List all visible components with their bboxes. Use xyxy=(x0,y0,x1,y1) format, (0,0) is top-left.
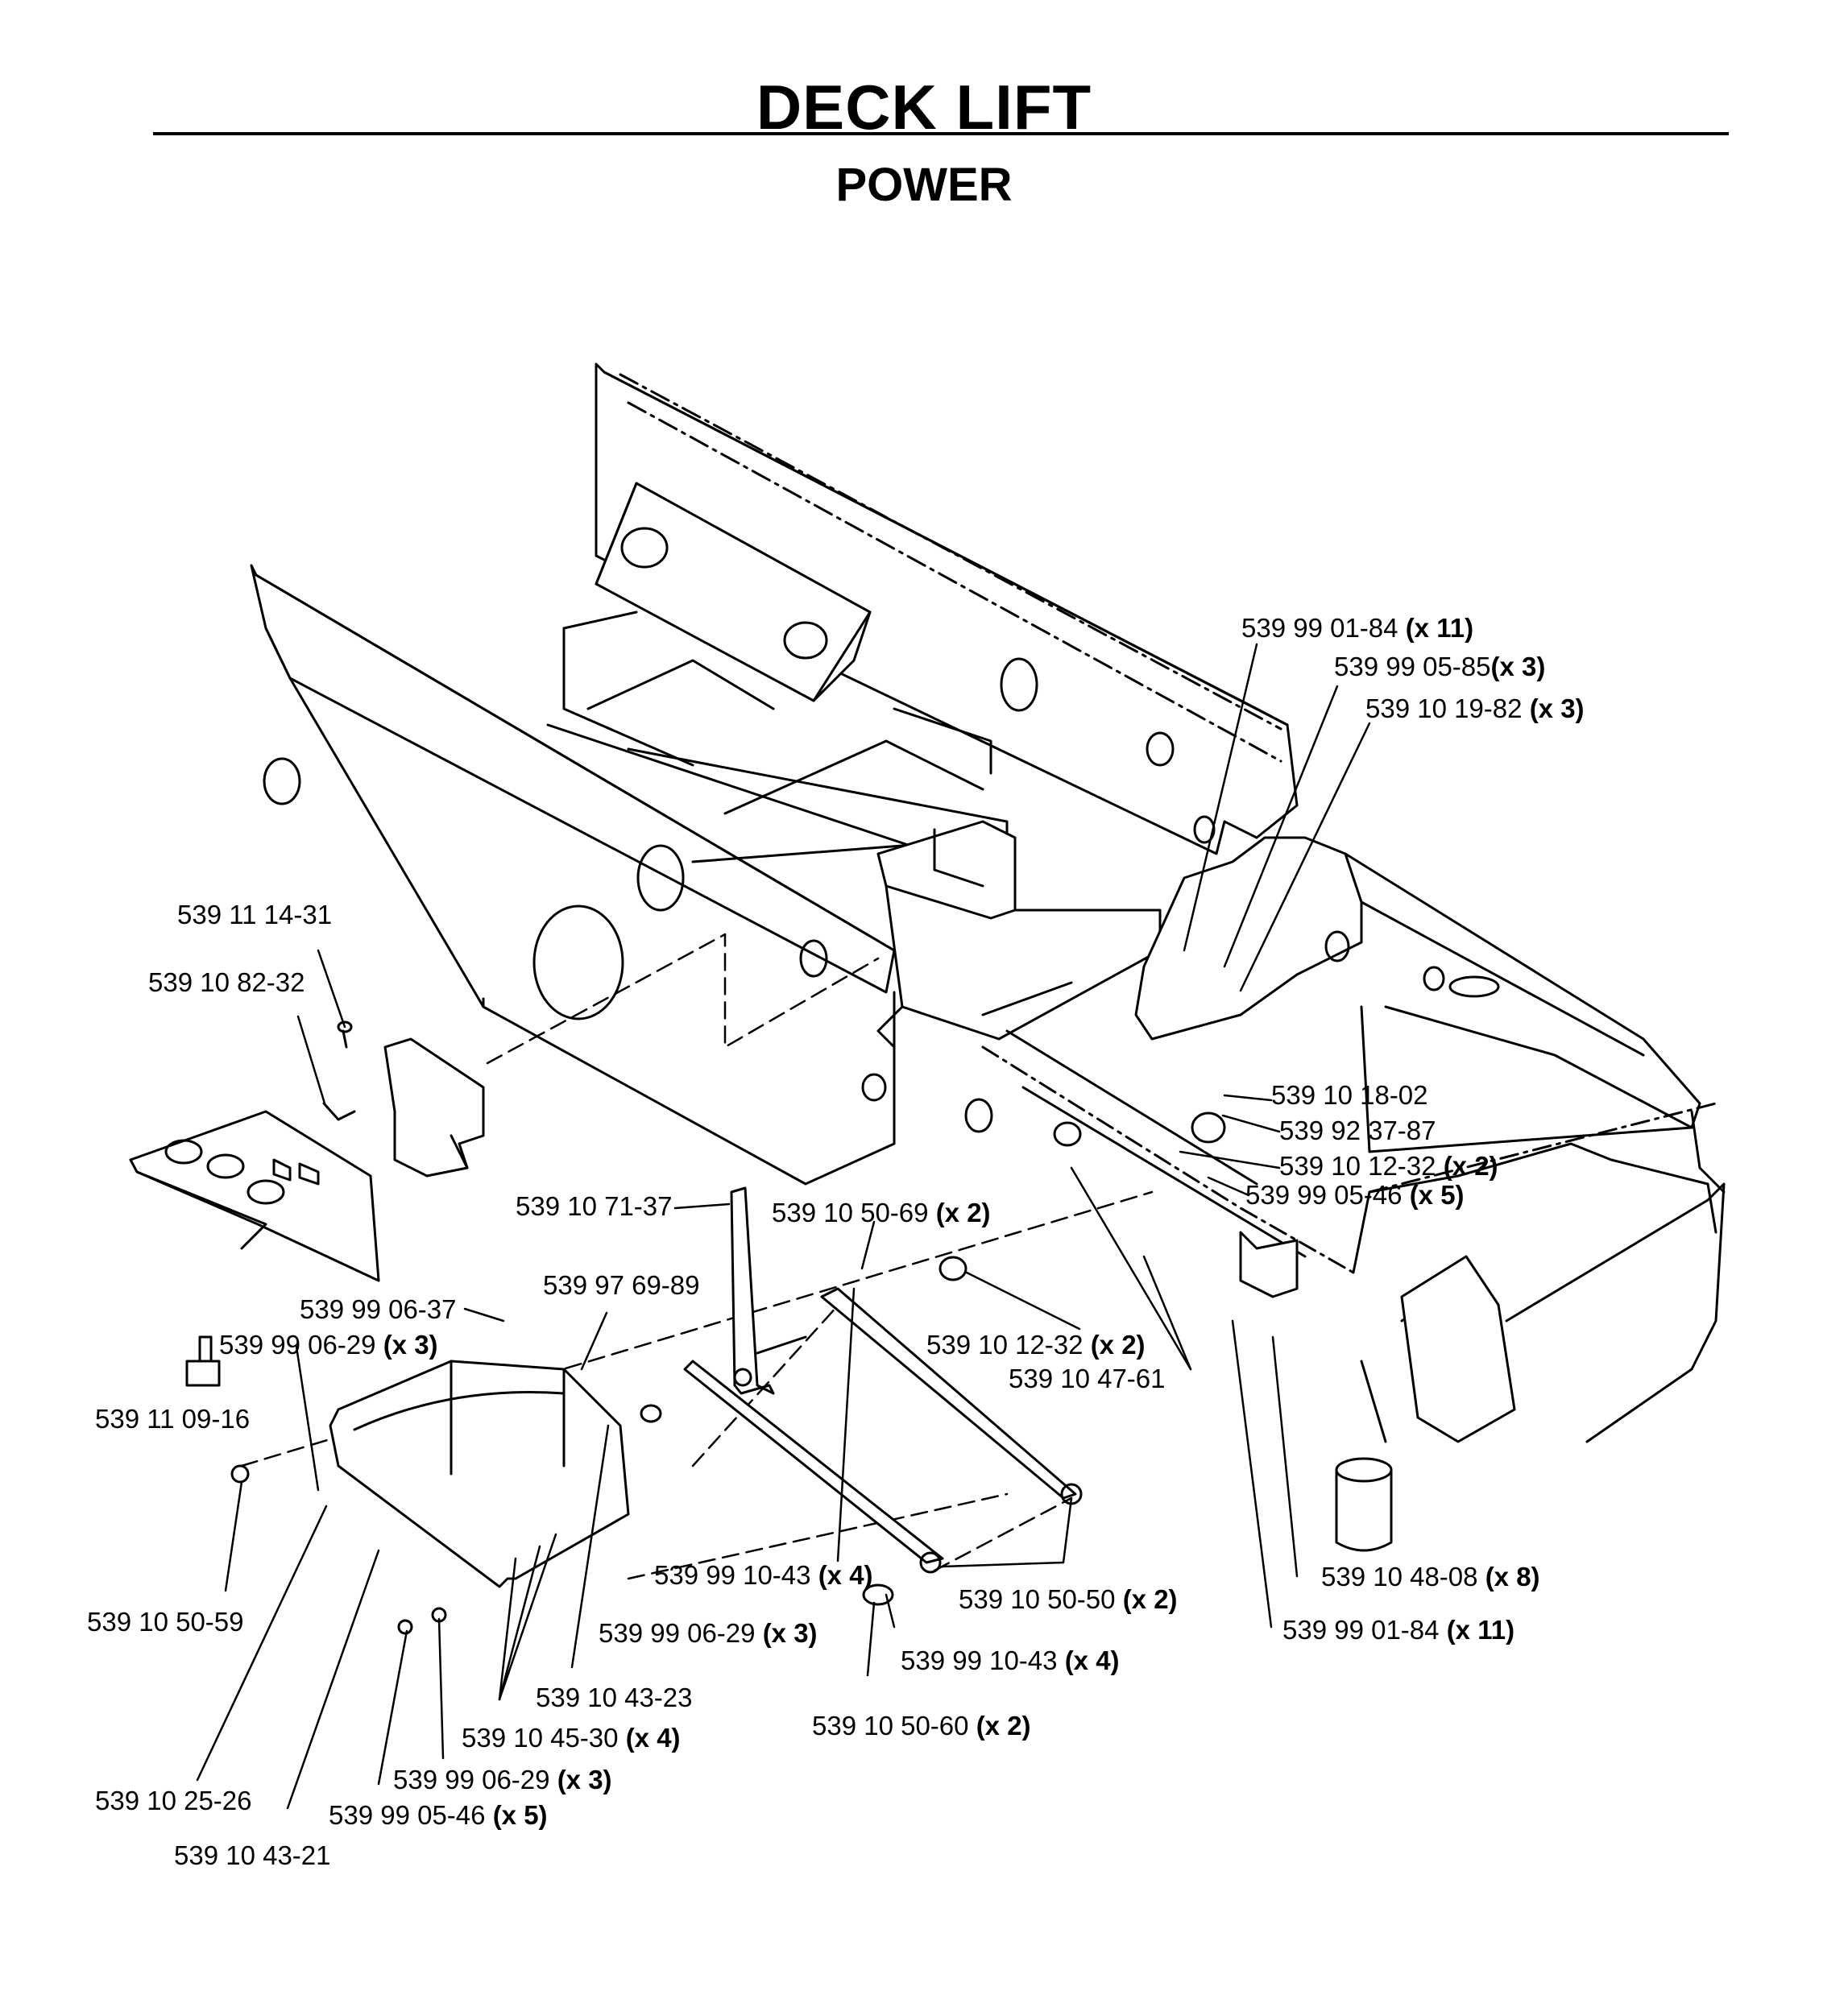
part-label: 539 10 50-50 (x 2) xyxy=(959,1584,1178,1614)
switch-part xyxy=(185,1020,356,1387)
link-rods xyxy=(683,1287,1083,1574)
part-label: 539 10 12-32 (x 2) xyxy=(926,1330,1146,1360)
part-label: 539 99 05-46 (x 5) xyxy=(1245,1180,1465,1210)
part-label: 539 10 47-61 xyxy=(1009,1364,1166,1393)
part-label: 539 99 06-29 (x 3) xyxy=(393,1765,612,1794)
part-label: 539 99 06-37 xyxy=(300,1294,457,1324)
part-label: 539 10 19-82 (x 3) xyxy=(1365,693,1585,723)
part-label: 539 10 45-30 (x 4) xyxy=(462,1723,681,1753)
title-rule xyxy=(153,132,1729,135)
frame-lower xyxy=(981,1029,1355,1298)
part-label: 539 11 09-16 xyxy=(95,1404,251,1434)
part-label: 539 99 10-43 (x 4) xyxy=(901,1645,1120,1675)
part-label: 539 10 82-32 xyxy=(148,967,305,997)
part-label: 539 10 50-59 xyxy=(87,1607,244,1637)
part-label: 539 10 50-69 (x 2) xyxy=(772,1198,991,1227)
part-label: 539 99 05-46 (x 5) xyxy=(329,1800,548,1830)
part-label: 539 10 48-08 (x 8) xyxy=(1321,1562,1540,1592)
part-label: 539 10 71-37 xyxy=(516,1191,673,1221)
chassis-rear xyxy=(1134,836,1726,1552)
part-label: 539 10 43-21 xyxy=(174,1840,331,1870)
part-label: 539 92 37-87 xyxy=(1279,1116,1436,1145)
part-label: 539 10 18-02 xyxy=(1271,1080,1428,1110)
frame-left-rail xyxy=(250,564,993,1186)
part-label: 539 99 06-29 (x 3) xyxy=(599,1618,818,1648)
page-title: DECK LIFT xyxy=(756,72,1092,143)
part-label: 539 97 69-89 xyxy=(543,1270,700,1300)
frame-right-rail xyxy=(595,362,1299,855)
part-label: 539 10 43-23 xyxy=(536,1683,693,1712)
deck-shield xyxy=(329,1360,630,1588)
control-panel xyxy=(129,1110,380,1282)
part-label: 539 99 01-84 (x 11) xyxy=(1282,1615,1515,1645)
page-subtitle: POWER xyxy=(835,159,1013,211)
part-label: 539 99 05-85(x 3) xyxy=(1334,652,1546,681)
part-label: 539 99 01-84 (x 11) xyxy=(1241,613,1474,643)
part-label: 539 10 25-26 xyxy=(95,1786,252,1815)
leader-lines xyxy=(196,643,1371,1810)
part-label: 539 99 06-29 (x 3) xyxy=(219,1330,438,1360)
part-label: 539 11 14-31 xyxy=(177,900,333,929)
bent-bracket xyxy=(383,1037,485,1178)
seat-bracket xyxy=(562,482,872,767)
part-label: 539 99 10-43 (x 4) xyxy=(654,1560,873,1590)
center-box xyxy=(876,820,1162,1049)
small-hardware xyxy=(230,1111,1226,1635)
lift-arm xyxy=(730,1186,807,1395)
part-label: 539 10 50-60 (x 2) xyxy=(812,1711,1031,1741)
part-label: 539 10 12-32 (x 2) xyxy=(1279,1151,1498,1181)
